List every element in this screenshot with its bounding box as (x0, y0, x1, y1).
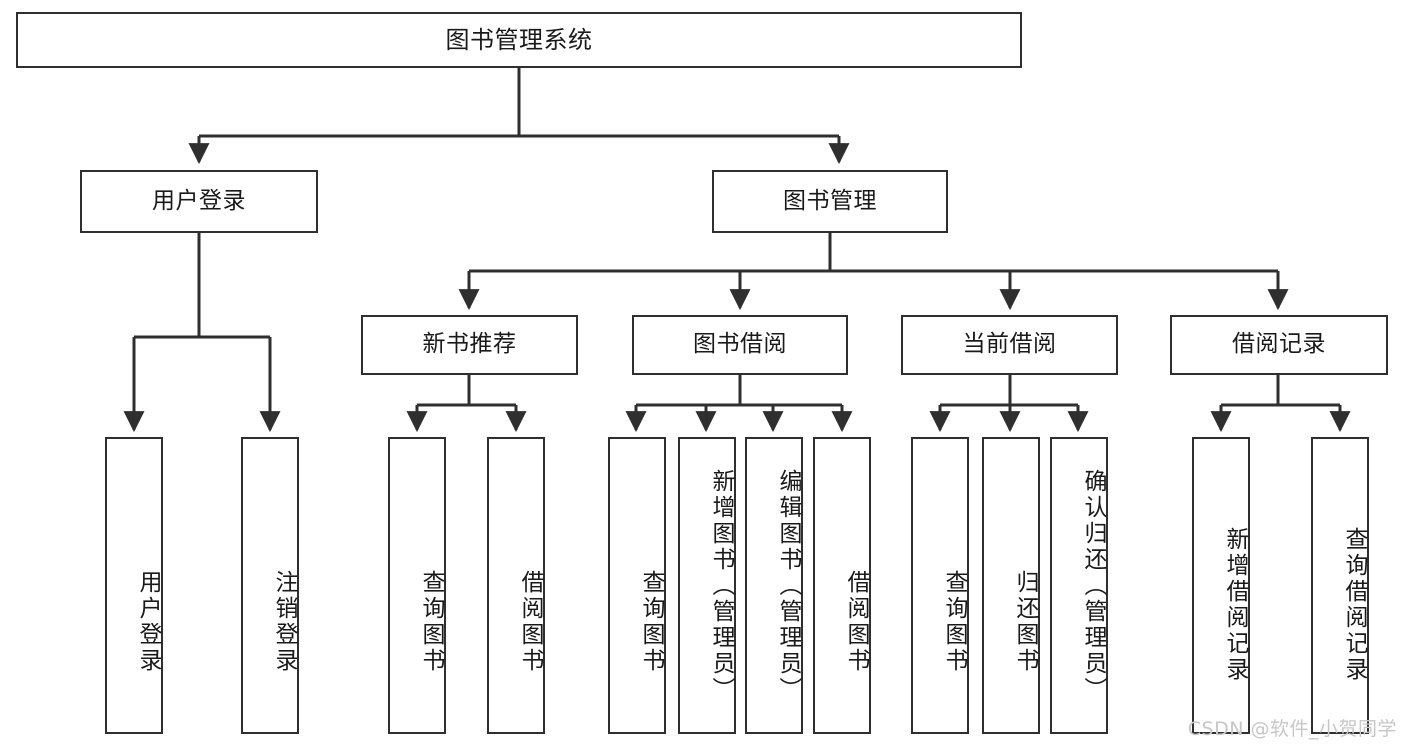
leaf-query-book-recommend[interactable]: 查询图书 (388, 437, 446, 734)
node-book-management[interactable]: 图书管理 (712, 170, 948, 233)
node-book-borrow[interactable]: 图书借阅 (632, 315, 848, 375)
leaf-user-login[interactable]: 用户登录 (105, 437, 163, 734)
leaf-return-book[interactable]: 归还图书 (982, 437, 1040, 734)
leaf-borrow-book-recommend[interactable]: 借阅图书 (487, 437, 545, 734)
leaf-edit-book-admin[interactable]: 编辑图书（管理员） (745, 437, 803, 734)
node-current-borrow[interactable]: 当前借阅 (901, 315, 1118, 375)
csdn-watermark: CSDN @软件_小贺同学 (1187, 718, 1397, 740)
leaf-confirm-return-admin[interactable]: 确认归还（管理员） (1050, 437, 1108, 734)
leaf-query-borrow-record[interactable]: 查询借阅记录 (1311, 437, 1369, 734)
node-borrow-record[interactable]: 借阅记录 (1170, 315, 1388, 375)
leaf-logout[interactable]: 注销登录 (241, 437, 299, 734)
node-user-login[interactable]: 用户登录 (80, 170, 318, 233)
leaf-borrow-book[interactable]: 借阅图书 (813, 437, 871, 734)
node-new-book-recommend[interactable]: 新书推荐 (361, 315, 578, 375)
leaf-add-book-admin[interactable]: 新增图书（管理员） (678, 437, 736, 734)
leaf-query-book-current[interactable]: 查询图书 (911, 437, 969, 734)
leaf-query-book-borrow[interactable]: 查询图书 (608, 437, 666, 734)
node-root-book-management-system[interactable]: 图书管理系统 (16, 12, 1022, 68)
leaf-add-borrow-record[interactable]: 新增借阅记录 (1192, 437, 1250, 734)
